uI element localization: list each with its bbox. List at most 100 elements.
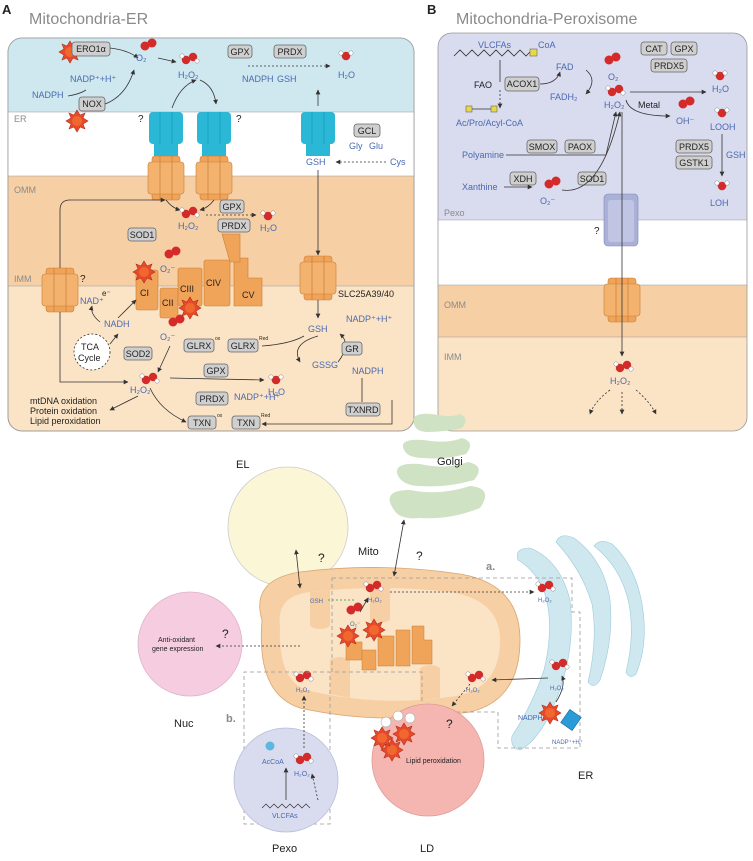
sod1-box: SOD1 [127,227,157,242]
vlcfas-label: VLCFAs [272,813,298,820]
fad-label: FAD [556,62,574,72]
h2o2-label: H₂O₂ [466,688,480,694]
gstk1-box: GSTK1 [675,155,713,170]
protein-oxidation-label: Protein oxidation [30,406,97,416]
svg-text:GLRX: GLRX [231,341,256,351]
vlcfa-chain-icon [261,803,311,809]
nadp-label: NADP⁺+H⁺ [70,74,117,84]
ci-label: CI [140,288,149,298]
acyl-coa-label: Ac/Pro/Acyl-CoA [456,118,523,128]
metal-label: Metal [638,100,660,110]
er-label: ER [578,770,593,782]
question-mark: ? [594,226,600,237]
svg-text:SMOX: SMOX [529,142,556,152]
h2o2-label: H₂O₂ [368,598,382,604]
panel-b-background [437,32,748,432]
svg-text:TXN: TXN [237,418,255,428]
gsh-label: GSH [310,599,323,605]
gssg-label: GSSG [312,360,338,370]
txn-ox-box: TXN [187,415,217,430]
glu-label: Glu [369,141,383,151]
sod1-box: SOD1 [577,171,607,186]
sod2-box: SOD2 [123,346,153,361]
acetyl-coa-icon [265,741,275,751]
region-omm-label: OMM [444,300,466,310]
acetyl-coa-label: AcCoA [262,759,284,766]
question-mark: ? [222,627,229,641]
mito-etc-complexes-icon [345,625,433,671]
gsh-label: GSH [277,74,297,84]
cii-label: CII [162,298,174,308]
gr-box: GR [341,341,363,356]
polyamine-label: Polyamine [462,150,504,160]
golgi-shape [389,413,486,519]
h2o2-label: H₂O₂ [604,100,625,110]
vlcfas-label: VLCFAs [478,40,512,50]
svg-text:GR: GR [345,344,359,354]
svg-text:GCL: GCL [358,126,377,136]
smox-box: SMOX [526,139,558,154]
ciii-label: CIII [180,284,194,294]
omm-channel-icon [147,155,185,201]
svg-text:XDH: XDH [513,174,532,184]
region-b-box [243,671,331,825]
nadp-label: NADP⁺+H⁺ [346,314,393,324]
cys-label: Cys [390,157,406,167]
panel-b-letter: B [427,2,436,17]
h2o2-label: H₂O₂ [610,376,631,386]
er-channel-icon [196,111,232,157]
nox-enzyme-icon [560,709,582,731]
prdx-box: PRDX [273,44,307,59]
etc-complexes [135,233,263,319]
ros-burst-icon [336,624,360,648]
pexo-channel-icon [603,193,639,247]
question-mark: ? [318,551,325,565]
svg-text:SOD1: SOD1 [580,174,605,184]
panel-a-letter: A [2,2,12,17]
gly-label: Gly [349,141,363,151]
prdx-box: PRDX [195,391,229,406]
svg-text:PRDX: PRDX [199,394,224,404]
panel-a-title: Mitochondria-ER [29,11,148,28]
svg-text:NOX: NOX [82,99,102,109]
svg-text:GPX: GPX [230,47,249,57]
region-a-label: a. [486,561,495,573]
gpx-box: GPX [670,41,698,56]
o2-radical-label: O₂⁻ [350,622,360,628]
txn-red-superscript: Red [261,413,270,419]
er-network-shape [511,535,645,751]
tca-label: TCA [81,342,99,352]
question-mark: ? [80,274,86,285]
svg-text:PRDX: PRDX [221,221,246,231]
golgi-label: Golgi [437,456,463,468]
svg-text:GLRX: GLRX [187,341,212,351]
xanthine-label: Xanthine [462,182,498,192]
hydroxyl-label: OH⁻ [676,116,695,126]
ero1a-box: ERO1α [71,41,111,57]
svg-text:SOD2: SOD2 [126,349,151,359]
acox1-box: ACOX1 [504,76,540,92]
nadph-label: NADPH [242,74,274,84]
gpx-box: GPX [203,363,229,378]
er-channel-icon [148,111,184,157]
cycle-label: Cycle [78,353,101,363]
svg-text:GSTK1: GSTK1 [679,158,709,168]
gene-expression-label: gene expression [152,646,203,653]
h2o-label: H₂O [712,84,729,94]
svg-text:PRDX: PRDX [277,47,302,57]
el-label: EL [236,459,249,471]
slc-channel-icon [299,255,337,301]
loh-label: LOH [710,198,729,208]
nucleus-shape [137,591,243,697]
h2o-label: H₂O [260,223,277,233]
h2o2-label: H₂O₂ [130,385,151,395]
svg-text:PRDX5: PRDX5 [679,142,709,152]
nadph-label: NADPH [352,366,384,376]
looh-label: LOOH [710,122,736,132]
coa-label: CoA [538,40,556,50]
nad-label: NAD⁺ [80,296,104,306]
svg-text:SOD1: SOD1 [130,230,155,240]
lipid-peroxidation-label: Lipid peroxidation [30,416,101,426]
mtdna-oxidation-label: mtDNA oxidation [30,396,97,406]
